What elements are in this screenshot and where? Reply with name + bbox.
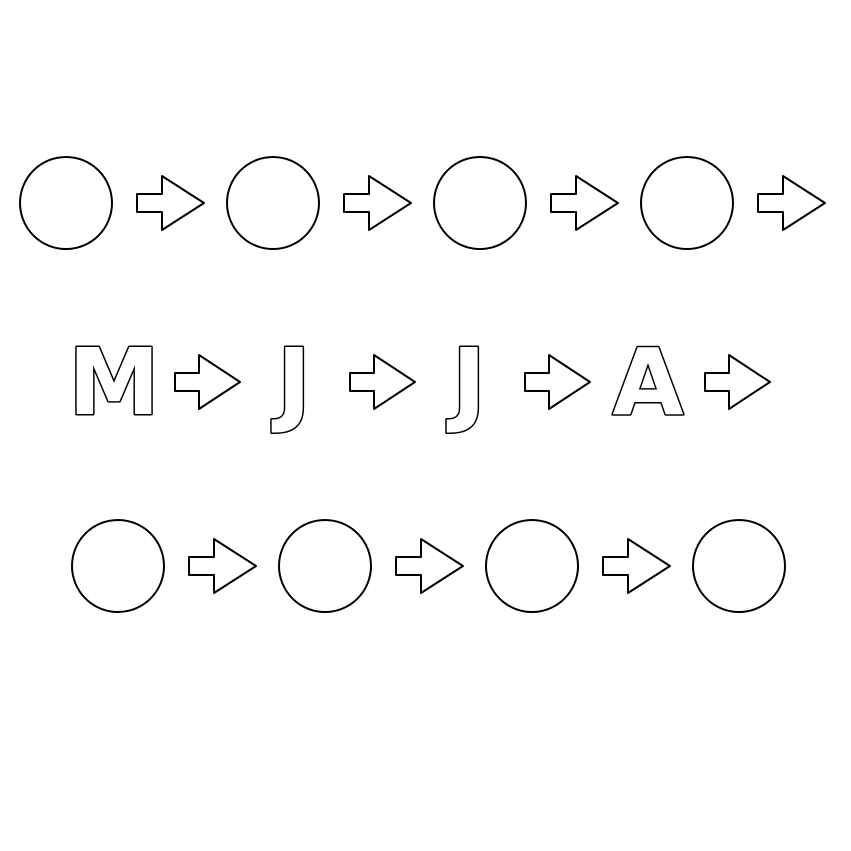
blank-circle-icon[interactable] — [226, 156, 320, 250]
letter-m: M — [68, 329, 160, 436]
blank-circle-icon[interactable] — [485, 519, 579, 613]
right-arrow-icon — [550, 175, 619, 231]
right-arrow-icon — [349, 354, 416, 410]
right-arrow-icon — [174, 354, 241, 410]
right-arrow-icon — [136, 175, 205, 231]
right-arrow-icon — [602, 538, 671, 594]
letter-j-first: J — [271, 329, 311, 436]
blank-circle-icon[interactable] — [433, 156, 527, 250]
right-arrow-icon — [757, 175, 826, 231]
right-arrow-icon — [524, 354, 591, 410]
blank-circle-icon[interactable] — [692, 519, 786, 613]
blank-circle-icon[interactable] — [640, 156, 734, 250]
blank-circle-icon[interactable] — [19, 156, 113, 250]
row-middle: M J J A — [67, 328, 771, 438]
right-arrow-icon — [188, 538, 257, 594]
blank-circle-icon[interactable] — [71, 519, 165, 613]
row-bottom — [71, 519, 786, 613]
right-arrow-icon — [704, 354, 771, 410]
row-top — [19, 156, 826, 250]
right-arrow-icon — [395, 538, 464, 594]
letter-j-second: J — [446, 329, 486, 436]
right-arrow-icon — [343, 175, 412, 231]
blank-circle-icon[interactable] — [278, 519, 372, 613]
letter-a: A — [612, 329, 683, 436]
